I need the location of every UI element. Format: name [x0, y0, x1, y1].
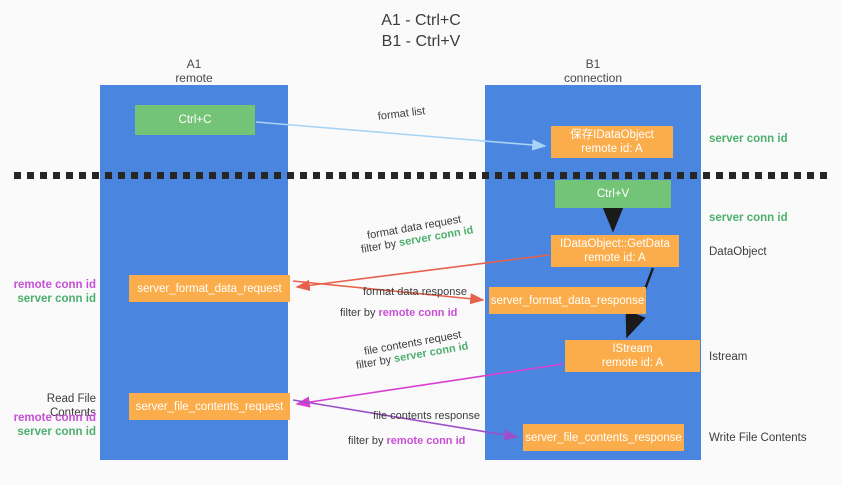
note-server-conn-id-top: server conn id [709, 133, 788, 145]
note-remote-conn-id-2: remote conn id [13, 412, 96, 424]
box-server-format-data-response[interactable]: server_format_data_response [489, 287, 646, 314]
box-ctrl-c[interactable]: Ctrl+C [135, 105, 255, 135]
page-title: A1 - Ctrl+C B1 - Ctrl+V [381, 12, 461, 50]
filter-prefix: filter by [348, 435, 387, 447]
filter-prefix: filter by [360, 237, 401, 256]
box-server-format-data-request[interactable]: server_format_data_request [129, 275, 290, 302]
column-header-b1: B1 connection [563, 57, 623, 85]
label-format-data-response-filter: filter by remote conn id [340, 306, 457, 321]
note-conn-ids-format: remote conn id server conn id [0, 278, 96, 306]
dashed-divider [14, 172, 828, 179]
label-file-contents-response: file contents response [373, 410, 481, 422]
label-format-list: format list [377, 105, 426, 123]
box-istream[interactable]: IStream remote id: A [565, 340, 700, 372]
note-dataobject: DataObject [709, 246, 767, 258]
note-server-conn-id-2: server conn id [17, 426, 96, 438]
box-ctrl-v[interactable]: Ctrl+V [555, 180, 671, 208]
note-server-conn-id-middle: server conn id [709, 212, 788, 224]
note-remote-conn-id-1: remote conn id [13, 279, 96, 291]
note-write-file-contents: Write File Contents [709, 432, 807, 444]
note-istream: Istream [709, 351, 748, 363]
note-read-file-contents: Read File Contents [46, 393, 96, 419]
note-server-conn-id-1: server conn id [17, 293, 96, 305]
label-format-data-response: format data response [363, 286, 467, 298]
filter-value-remote-conn-id: remote conn id [386, 435, 466, 447]
column-header-a1: A1 remote [175, 57, 213, 85]
filter-value-remote-conn-id: remote conn id [378, 307, 458, 319]
box-idataobject[interactable]: 保存IDataObject remote id: A [551, 126, 673, 158]
filter-prefix: filter by [340, 307, 379, 319]
note-conn-ids-file: remote conn id server conn id [0, 411, 96, 439]
box-server-file-contents-response[interactable]: server_file_contents_response [523, 424, 684, 451]
filter-prefix: filter by [355, 353, 396, 372]
box-idataobject-getdata[interactable]: IDataObject::GetData remote id: A [551, 235, 679, 267]
label-file-contents-response-filter: filter by remote conn id [348, 434, 465, 449]
box-server-file-contents-request[interactable]: server_file_contents_request [129, 393, 290, 420]
